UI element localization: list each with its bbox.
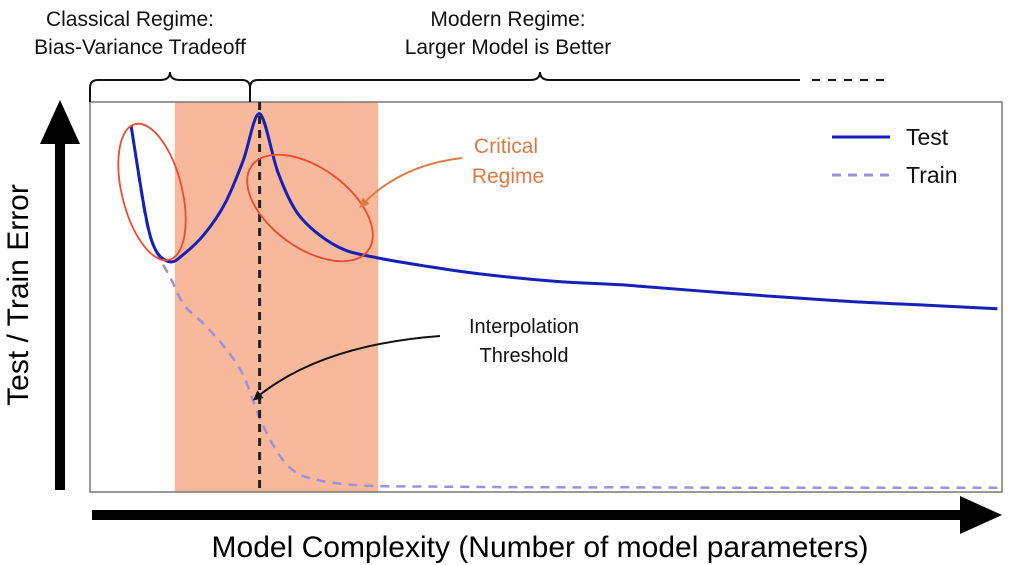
critical-regime-label-line2: Regime: [472, 165, 544, 188]
critical-ellipse-right: [246, 153, 374, 263]
y-axis-arrowhead: [40, 100, 80, 144]
critical-regime-label: Critical: [474, 135, 538, 158]
classical-regime-brace: [89, 71, 251, 102]
modern-regime-subtitle: Larger Model is Better: [405, 36, 612, 59]
interpolation-threshold-arrow: [252, 335, 441, 401]
critical-ellipse-left: [117, 122, 187, 262]
train-error-line: [129, 125, 998, 489]
classical-regime-title: Classical Regime:: [46, 8, 214, 31]
test-error-line: [129, 112, 998, 311]
x-axis-title: Model Complexity (Number of model parame…: [212, 531, 869, 564]
y-axis-title: Test / Train Error: [2, 184, 35, 406]
x-axis-arrowhead: [960, 496, 1002, 534]
interpolation-threshold-label-line2: Threshold: [480, 345, 569, 367]
classical-regime-subtitle: Bias-Variance Tradeoff: [34, 36, 246, 59]
critical-regime-arrow: [359, 157, 463, 208]
legend-test-label: Test: [906, 124, 949, 150]
interpolation-threshold-label: Interpolation: [469, 316, 579, 338]
plot-frame: [89, 101, 1003, 493]
critical-regime-band: [174, 102, 379, 492]
modern-regime-title: Modern Regime:: [430, 8, 585, 31]
modern-regime-brace: [249, 71, 800, 102]
legend-train-label: Train: [906, 162, 958, 188]
